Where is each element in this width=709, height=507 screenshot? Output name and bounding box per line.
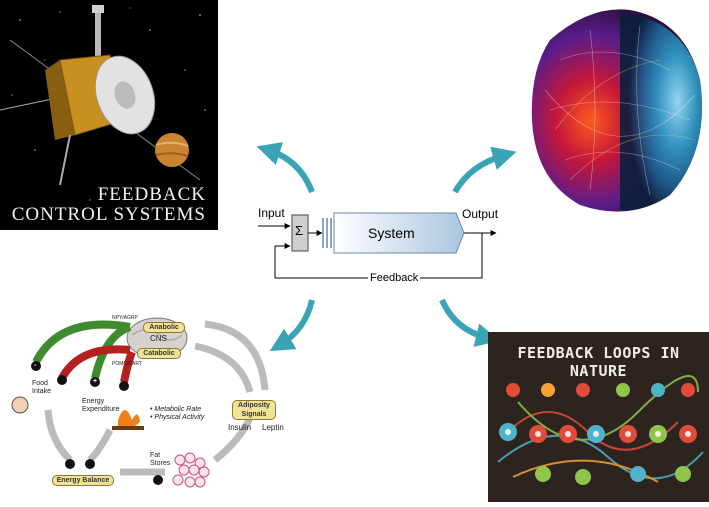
energy-balance-diagram: Anabolic CNS Catabolic NPY/AGRP POMC/CAR… <box>0 300 290 502</box>
system-label: System <box>368 225 415 241</box>
fat-stores-icon <box>172 452 210 488</box>
sum-symbol: Σ <box>295 223 304 238</box>
face-icon <box>11 396 29 414</box>
cns-label: CNS <box>150 334 167 343</box>
npy-agrp-label: NPY/AGRP <box>112 315 138 321</box>
energy-expenditure-label: Energy Expenditure <box>82 398 120 413</box>
brain-connectivity-image <box>520 0 709 222</box>
arrow-to-physiology <box>269 299 315 352</box>
arrow-to-cover <box>256 142 315 194</box>
output-label: Output <box>462 207 499 221</box>
cover-title-line1: FEEDBACK <box>97 184 206 205</box>
anabolic-box: Anabolic <box>143 322 185 333</box>
feedback-label: Feedback <box>368 272 421 284</box>
catabolic-box: Catabolic <box>137 348 181 359</box>
satellite-illustration <box>0 5 206 201</box>
leptin-label: Leptin <box>262 423 284 432</box>
adiposity-signals-box: Adiposity Signals <box>232 400 276 420</box>
nature-poster-title: FEEDBACK LOOPS IN NATURE <box>517 344 680 380</box>
input-label: Input <box>258 206 285 220</box>
pomc-cart-label: POMC/CART <box>112 361 142 367</box>
feedback-block-diagram: Input Σ System Output Feedback <box>250 190 500 290</box>
fat-stores-label: Fat Stores <box>150 452 171 467</box>
arrow-to-brain <box>452 146 517 194</box>
insulin-label: Insulin <box>228 423 252 432</box>
energy-balance-box: Energy Balance <box>52 475 114 486</box>
cover-title-line2: CONTROL SYSTEMS <box>11 204 206 225</box>
arrow-to-nature <box>439 298 500 347</box>
metabolic-rate-label: • Metabolic Rate <box>150 406 202 413</box>
food-intake-sign: - <box>34 362 37 369</box>
campfire-icon <box>118 410 140 430</box>
feedback-control-systems-cover: FEEDBACK CONTROL SYSTEMS <box>0 0 218 230</box>
food-intake-label: Food Intake <box>32 380 52 395</box>
system-block <box>333 212 465 254</box>
expenditure-sign: + <box>93 378 98 385</box>
physical-activity-label: • Physical Activity <box>150 414 205 421</box>
feedback-loops-in-nature-poster: FEEDBACK LOOPS IN NATURE <box>488 332 709 502</box>
